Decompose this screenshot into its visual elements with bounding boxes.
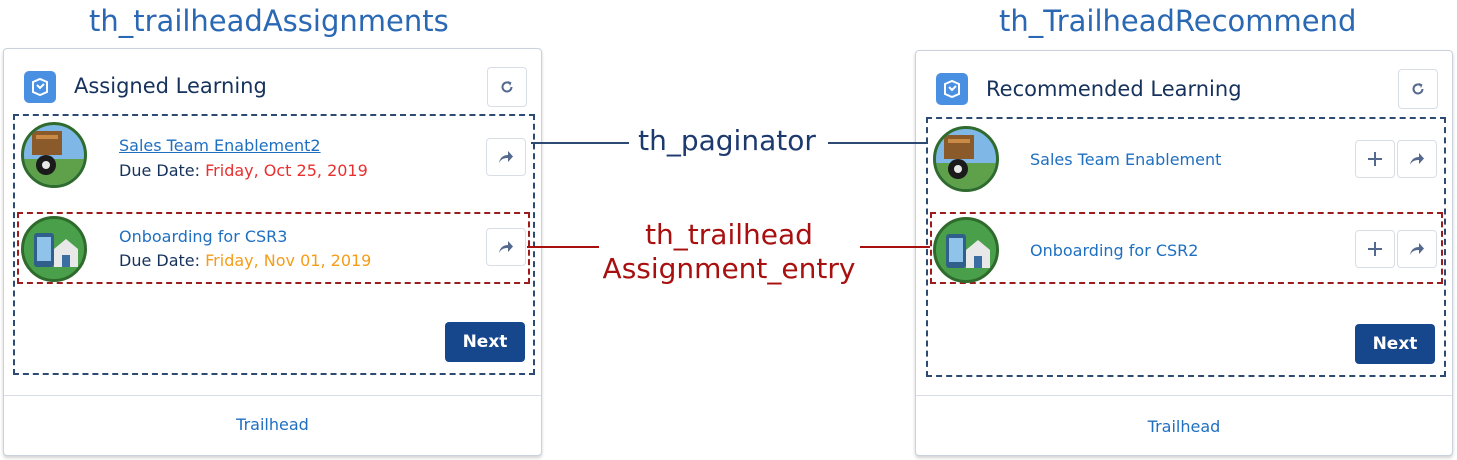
trailhead-app-icon [936, 73, 968, 105]
recommended-learning-card: Recommended Learning Sales Team Enableme… [915, 50, 1453, 456]
trail-badge-image [21, 122, 87, 188]
entry-connector-right [860, 246, 930, 248]
card-header: Assigned Learning [14, 67, 527, 113]
next-button[interactable]: Next [445, 322, 525, 362]
due-date-row: Due Date: Friday, Oct 25, 2019 [119, 161, 368, 180]
share-button[interactable] [486, 228, 526, 266]
assignment-entry-outline [17, 212, 530, 284]
due-date-label: Due Date: [119, 251, 201, 270]
share-button[interactable] [486, 138, 526, 176]
plus-icon [1368, 152, 1382, 166]
refresh-icon [1412, 83, 1424, 95]
due-date-value: Friday, Oct 25, 2019 [205, 161, 368, 180]
card-title: Assigned Learning [74, 74, 267, 98]
due-date-value: Friday, Nov 01, 2019 [205, 251, 372, 270]
entry-title-link[interactable]: Sales Team Enablement [1030, 150, 1222, 169]
card-header: Recommended Learning [926, 69, 1438, 115]
add-button[interactable] [1355, 230, 1395, 268]
next-button[interactable]: Next [1355, 324, 1435, 364]
paginator-connector-right [828, 142, 928, 144]
card-title: Recommended Learning [986, 77, 1242, 101]
entry-title-link[interactable]: Onboarding for CSR2 [1030, 241, 1199, 260]
share-arrow-icon [1410, 153, 1424, 165]
refresh-icon [501, 81, 513, 93]
entry-connector-left [527, 246, 599, 248]
trailhead-footer-link[interactable]: Trailhead [236, 415, 309, 434]
entry-callout-line1: th_trailhead [645, 218, 813, 251]
footer-divider [916, 395, 1452, 396]
paginator-connector-left [531, 142, 629, 144]
entry-title-link[interactable]: Onboarding for CSR3 [119, 227, 288, 246]
plus-icon [1368, 242, 1382, 256]
assignment-entry-outline [930, 212, 1443, 284]
entry-callout-line2: Assignment_entry [602, 252, 856, 285]
right-component-label: th_TrailheadRecommend [999, 4, 1357, 38]
left-component-label: th_trailheadAssignments [89, 4, 449, 38]
trail-badge-image [933, 217, 999, 283]
trail-badge-image [21, 216, 87, 282]
entry-callout: th_trailhead Assignment_entry [600, 218, 858, 286]
paginator-callout: th_paginator [638, 124, 816, 157]
refresh-button[interactable] [1398, 69, 1438, 109]
due-date-row: Due Date: Friday, Nov 01, 2019 [119, 251, 371, 270]
share-arrow-icon [1410, 243, 1424, 255]
refresh-button[interactable] [487, 67, 527, 107]
footer-divider [4, 395, 541, 396]
paginator-outline [13, 114, 535, 375]
trailhead-footer-link[interactable]: Trailhead [1147, 417, 1221, 436]
trail-badge-image [933, 126, 999, 192]
add-button[interactable] [1355, 140, 1395, 178]
share-arrow-icon [499, 151, 513, 163]
trailhead-app-icon [24, 71, 56, 103]
assigned-learning-card: Assigned Learning Sales Team Enablement2… [3, 48, 542, 456]
share-button[interactable] [1397, 230, 1437, 268]
share-button[interactable] [1397, 140, 1437, 178]
due-date-label: Due Date: [119, 161, 201, 180]
share-arrow-icon [499, 241, 513, 253]
entry-title-link[interactable]: Sales Team Enablement2 [119, 136, 321, 155]
